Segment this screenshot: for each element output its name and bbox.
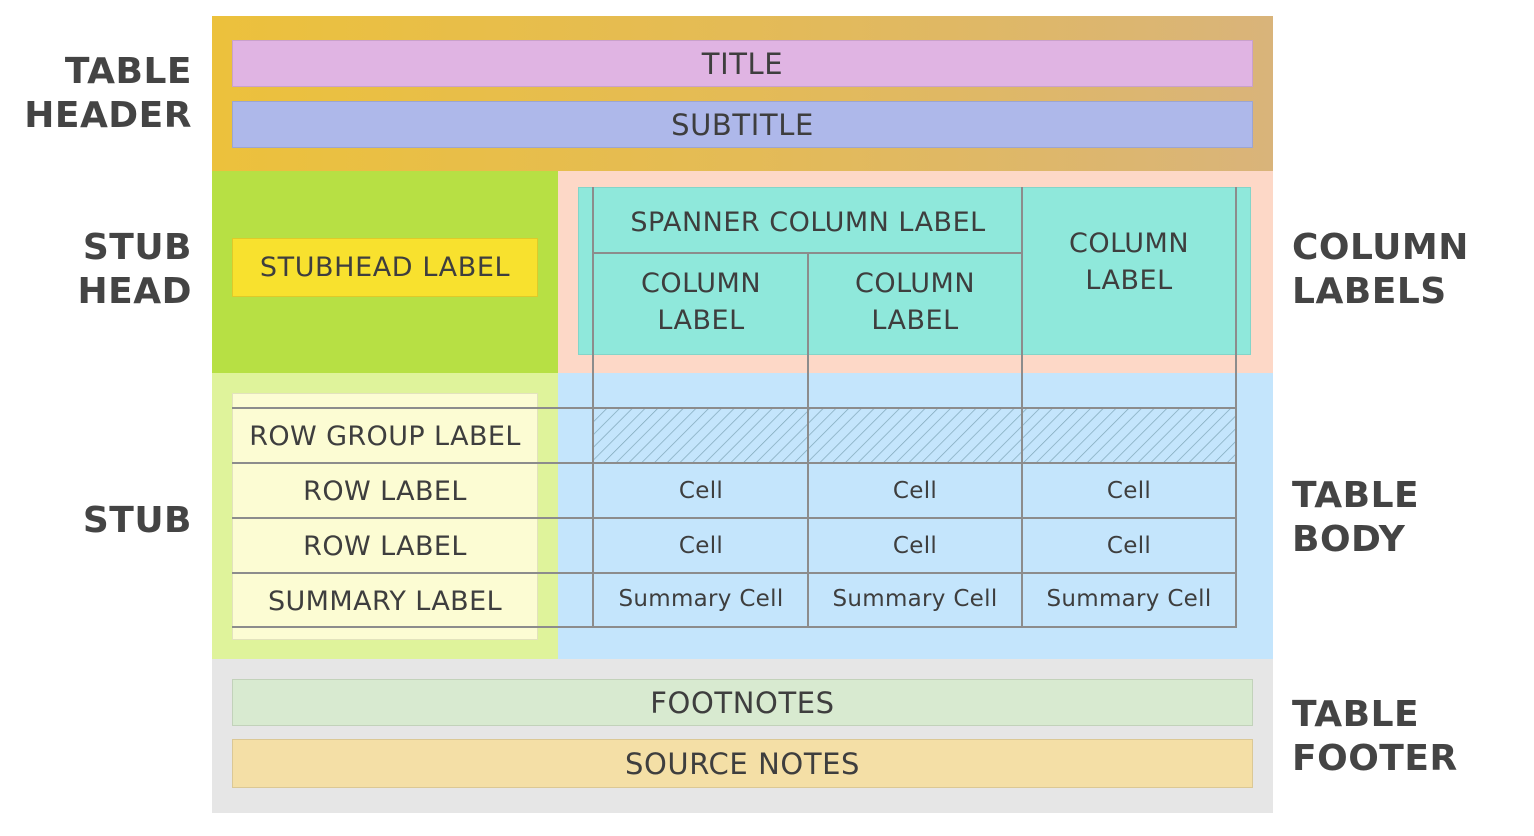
column-label-line: LABEL (1085, 265, 1173, 296)
column-label-3: COLUMN LABEL (1022, 214, 1236, 310)
column-label-line: LABEL (871, 305, 959, 336)
side-label-stub-head: STUB HEAD (0, 226, 192, 314)
side-label-line: TABLE (1292, 694, 1420, 735)
title-bar: TITLE (232, 40, 1253, 87)
column-label-2: COLUMN LABEL (808, 254, 1022, 350)
side-label-table-footer: TABLE FOOTER (1292, 693, 1522, 781)
side-label-line: TABLE (64, 51, 192, 92)
body-cell: Cell (1106, 478, 1152, 504)
column-label-line: COLUMN (640, 268, 762, 299)
summary-cell: Summary Cell (1046, 586, 1212, 612)
grid-line (592, 252, 1023, 254)
side-label-line: STUB (82, 227, 192, 268)
column-label-1: COLUMN LABEL (594, 254, 808, 350)
side-label-line: FOOTER (1292, 738, 1458, 779)
summary-cell: Summary Cell (618, 586, 784, 612)
side-label-line: BODY (1292, 519, 1406, 560)
subtitle-bar: SUBTITLE (232, 101, 1253, 148)
grid-line (232, 626, 1237, 628)
body-cell: Cell (678, 533, 724, 559)
row-group-label: ROW GROUP LABEL (249, 420, 521, 452)
row-label: ROW LABEL (303, 475, 467, 507)
grid-line (232, 572, 1237, 574)
side-label-stub: STUB (0, 499, 192, 543)
body-cell: Cell (1106, 533, 1152, 559)
stub-box (232, 393, 538, 640)
stubhead-label: STUBHEAD LABEL (232, 238, 538, 297)
column-label-line: LABEL (657, 305, 745, 336)
side-label-line: HEADER (24, 95, 192, 136)
side-label-table-body: TABLE BODY (1292, 474, 1522, 562)
spanner-column-label: SPANNER COLUMN LABEL (630, 206, 986, 238)
column-labels-box (578, 187, 1251, 355)
side-label-line: COLUMN (1292, 227, 1469, 268)
body-cell: Cell (892, 533, 938, 559)
side-label-line: LABELS (1292, 271, 1447, 312)
footnotes-bar: FOOTNOTES (232, 679, 1253, 726)
grid-line (807, 252, 809, 627)
row-group-hatch (594, 408, 1236, 463)
grid-line (232, 517, 1237, 519)
summary-cell: Summary Cell (832, 586, 998, 612)
grid-line (232, 407, 1237, 409)
side-label-line: STUB (82, 500, 192, 541)
grid-line (232, 462, 1237, 464)
side-label-column-labels: COLUMN LABELS (1292, 226, 1522, 314)
body-cell: Cell (892, 478, 938, 504)
row-label: ROW LABEL (303, 530, 467, 562)
side-label-line: TABLE (1292, 475, 1420, 516)
side-label-line: HEAD (77, 271, 192, 312)
body-cell: Cell (678, 478, 724, 504)
column-label-line: COLUMN (1068, 228, 1190, 259)
column-label-line: COLUMN (854, 268, 976, 299)
source-notes-bar: SOURCE NOTES (232, 739, 1253, 788)
summary-label: SUMMARY LABEL (267, 585, 503, 617)
side-label-table-header: TABLE HEADER (0, 50, 192, 138)
